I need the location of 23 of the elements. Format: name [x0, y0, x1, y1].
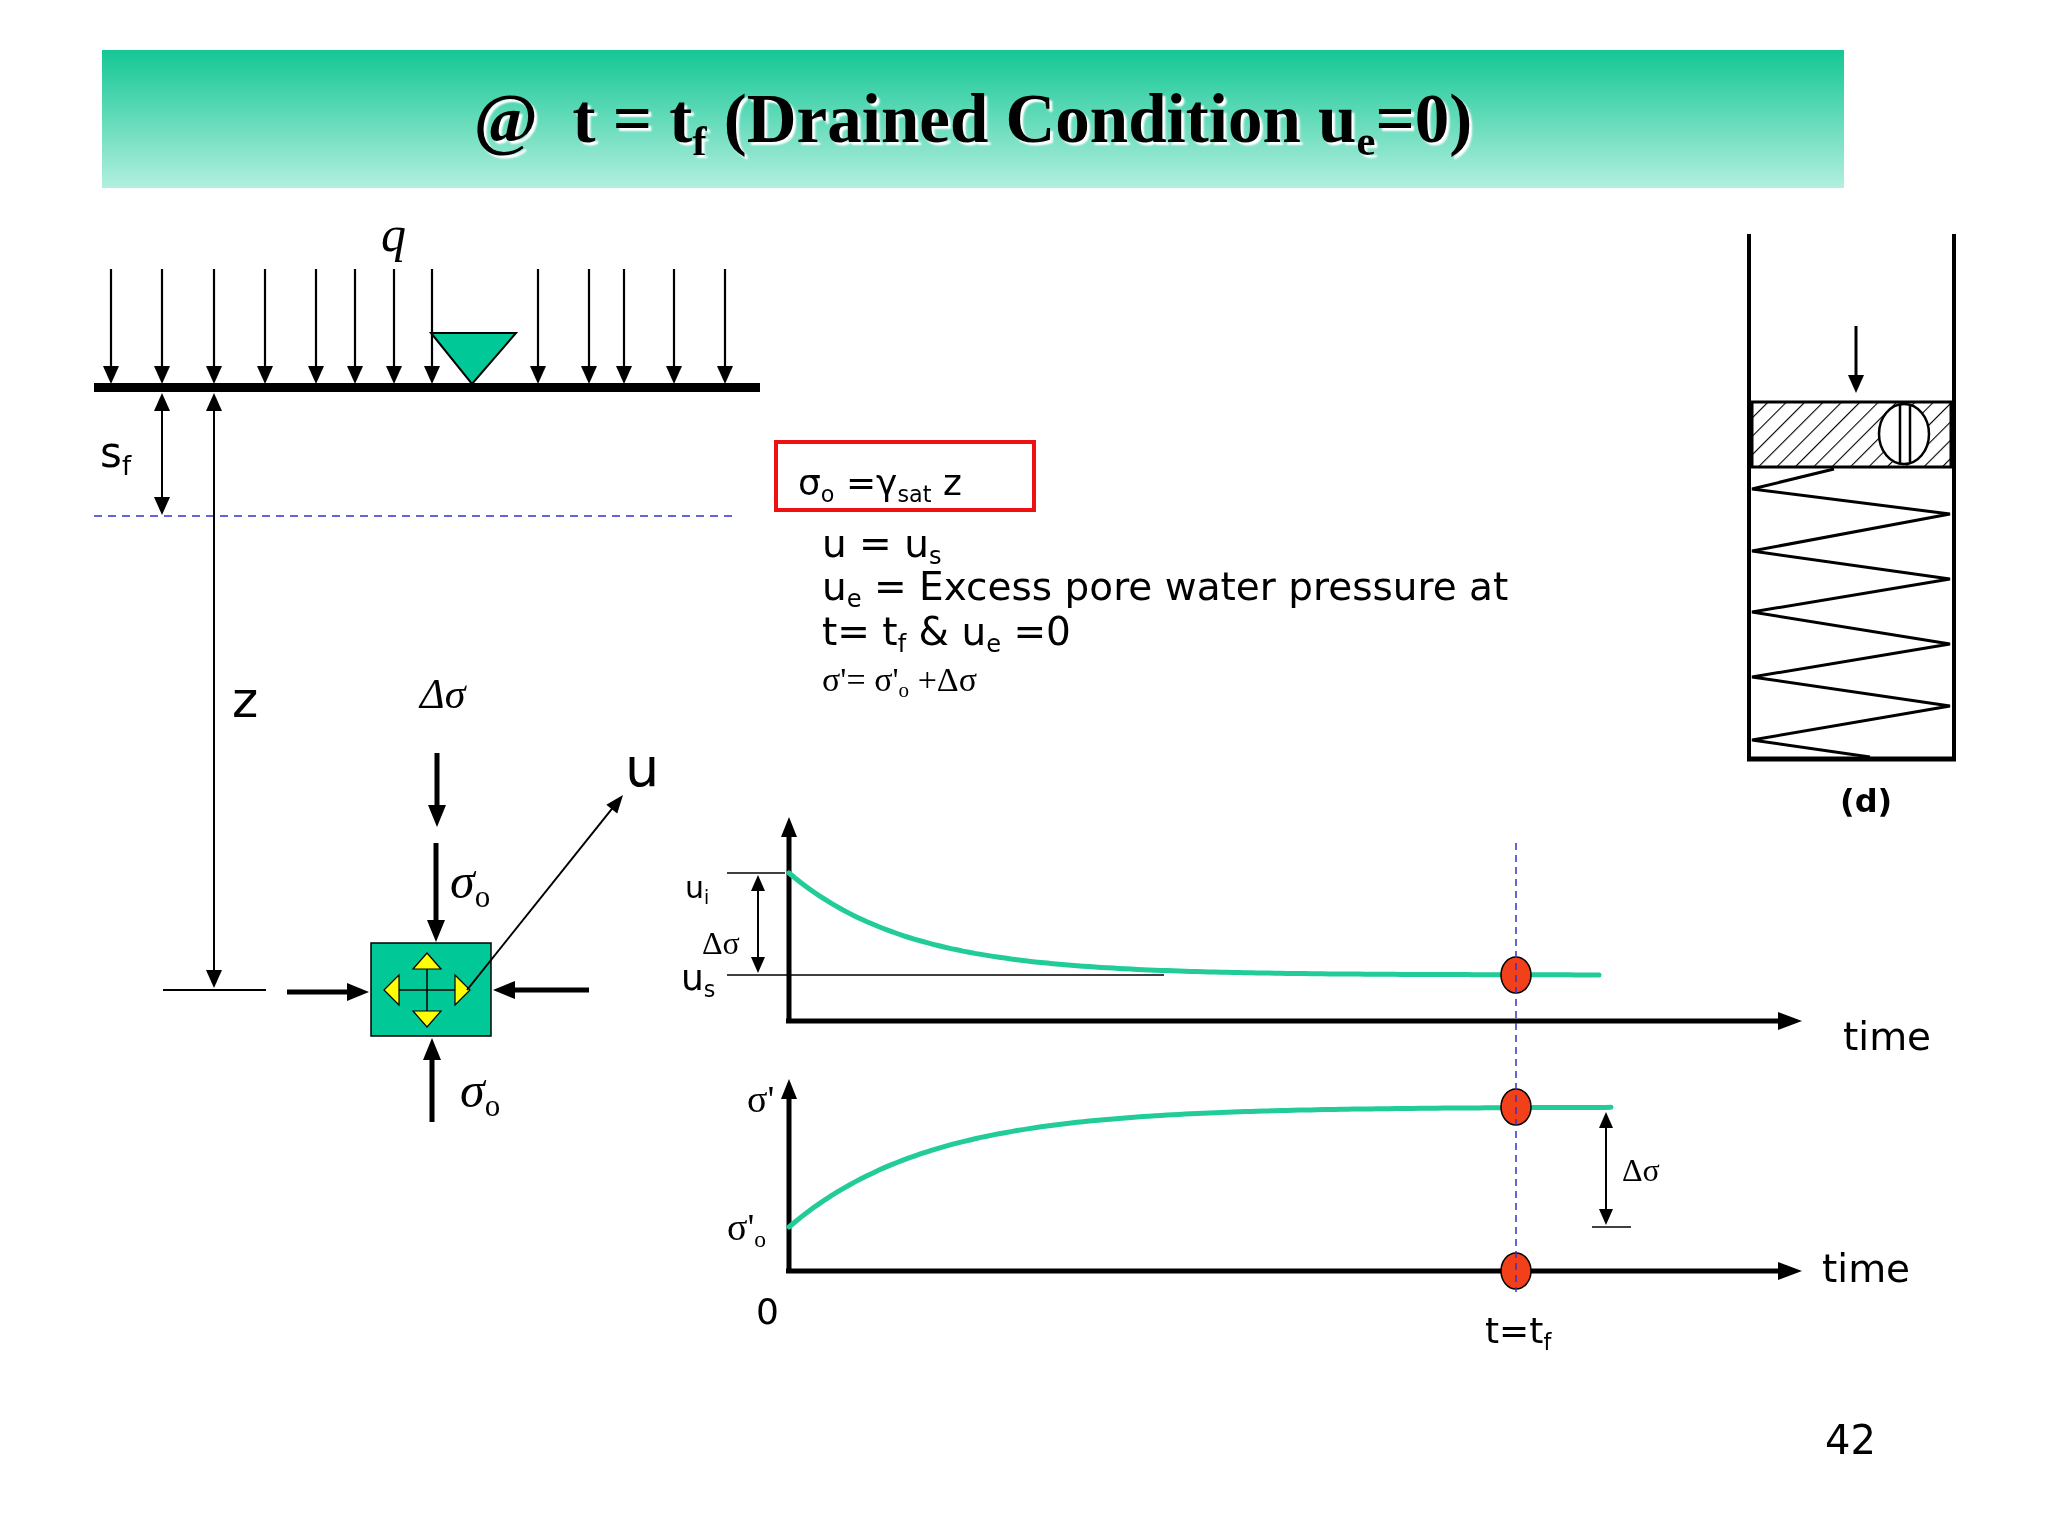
- tick-label: u$_{i}$: [685, 872, 710, 903]
- axis-label: time: [1843, 1017, 1932, 1057]
- stress-label: σ$_{o}$: [450, 855, 491, 906]
- tick-label: t=t$_{f}$: [1485, 1312, 1552, 1349]
- definition-text: u$_{e}$ = Excess pore water pressure at t= t$_{f}$ & u$_{e}$ =0: [822, 564, 1510, 654]
- tick-label: u$_{s}$: [681, 959, 716, 996]
- figure-label: (d): [1840, 784, 1893, 817]
- dimension-label: Δσ: [702, 926, 740, 959]
- pressure-label: u: [625, 741, 660, 796]
- formula-box: [774, 440, 1036, 512]
- settlement-label: s$_{f}$: [100, 431, 132, 474]
- depth-label: z: [232, 674, 259, 725]
- tick-label: 0: [756, 1293, 779, 1330]
- dimension-label: Δσ: [1622, 1153, 1660, 1186]
- formula-text: σ$_{o}$ =γ$_{sat}$ z: [798, 464, 962, 501]
- stress-label: σ$_{o}$: [460, 1064, 501, 1115]
- axis-label: time: [1822, 1249, 1911, 1289]
- page-number: 42: [1825, 1420, 1876, 1461]
- tick-label: σ'$_{o}$: [727, 1207, 767, 1246]
- axis-label: σ': [747, 1079, 775, 1118]
- equation: σ'= σ'$_{o}$ +Δσ: [822, 663, 977, 698]
- equation: u = u$_{s}$: [822, 524, 942, 564]
- stress-label: Δσ: [420, 672, 466, 715]
